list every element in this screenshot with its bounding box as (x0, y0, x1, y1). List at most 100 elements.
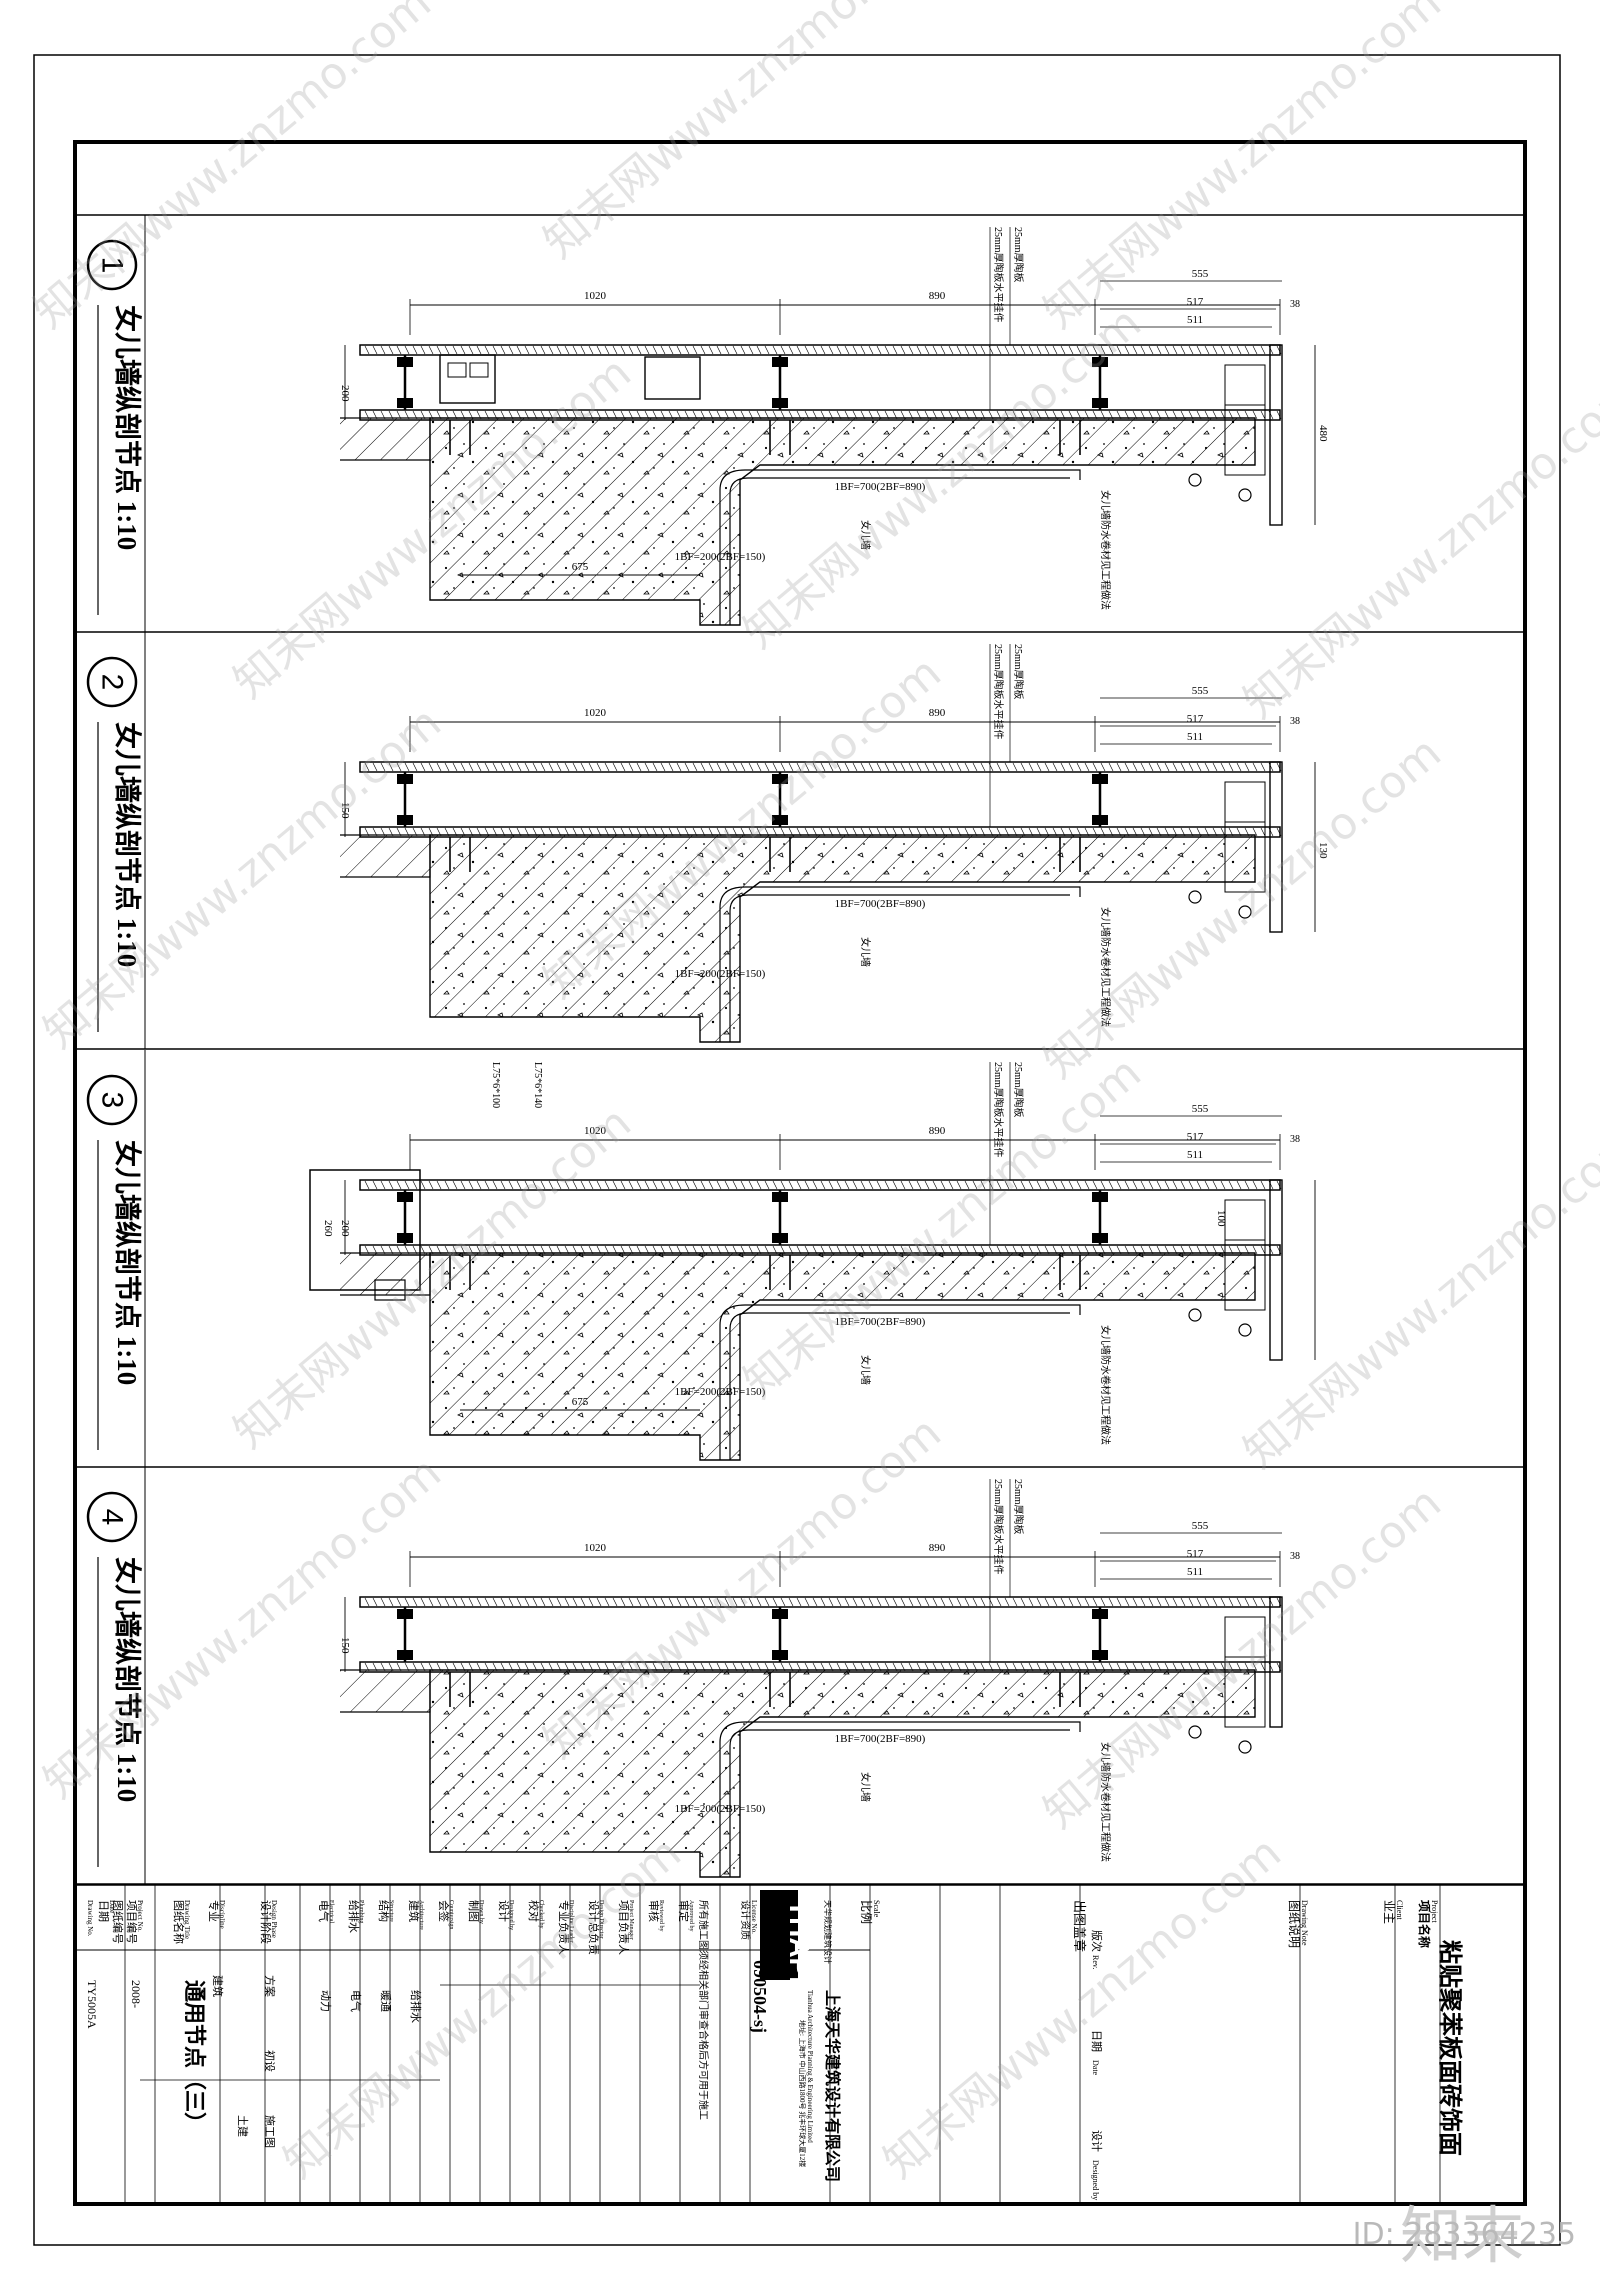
project-no-label: 项目编号 (125, 1900, 139, 1944)
design-label: 设计 (1090, 2130, 1103, 2152)
note-spacing-h: 1BF=700(2BF=890) (835, 1316, 926, 1328)
dim-890: 890 (929, 1542, 946, 1554)
license-label: 设计资质 (739, 1900, 752, 1940)
discipline-value: 建筑 (211, 1975, 225, 1997)
dim-side-left: 200 (339, 385, 351, 402)
watermark-text: 知末网www.znzmo.com (1034, 0, 1451, 338)
dim-side-left: 150 (339, 802, 351, 819)
note-tile: 25mm厚陶板 (1012, 644, 1025, 700)
sheet-no-label: 图纸编号 (111, 1900, 125, 1944)
dim-bottom: 675 (572, 561, 589, 573)
dim-555: 555 (1192, 685, 1209, 697)
watermark-logo: 知末 (1400, 2199, 1525, 2272)
drawing-desc-label: 图纸说明 (1287, 1900, 1302, 1948)
discipline-sign-en: Countersign (448, 1900, 454, 1929)
company-logo: THAPE (784, 1900, 815, 1995)
vertical-cladding (1269, 1179, 1283, 1361)
role-label: 校对 (527, 1900, 541, 1922)
watermark-text: 知末网www.znzmo.com (24, 0, 441, 338)
dim-side-right: 480 (1317, 425, 1329, 442)
scale-label: 比例 (859, 1900, 873, 1924)
note-tile: 25mm厚陶板 (1012, 1062, 1025, 1118)
note-waterproof: 女儿墙防水卷材见工程做法 (1099, 1742, 1112, 1862)
sheet-no-en: Drawing No. (86, 1900, 94, 1937)
sheet-no: TY5005A (85, 1980, 99, 2029)
company-motto: 天华规划建筑设计 (823, 1900, 833, 1964)
role-label: 设计总负责 (587, 1900, 601, 1955)
dim-1020: 1020 (584, 707, 607, 719)
insulation-layer (359, 1661, 1281, 1673)
top-cladding-panel (359, 761, 1281, 773)
top-cladding-panel (359, 1179, 1281, 1191)
section-title: 女儿墙纵剖节点 1:10 (112, 305, 143, 550)
note-tile-hanger: 25mm厚陶板水平挂件 (992, 644, 1005, 740)
dim-517: 517 (1187, 296, 1204, 308)
dim-side-right: 130 (1317, 842, 1329, 859)
dim-511: 511 (1187, 314, 1203, 326)
note-spacing-v: 1BF=200(2BF=150) (675, 1386, 766, 1398)
title-block: 项目名称 Project 粘贴聚苯板面砖饰面 业主 Client 图纸说明 Dr… (75, 1884, 1525, 2204)
stage-value-1: 方案 (263, 1975, 277, 1997)
date-label: 日期 (1090, 2030, 1103, 2052)
date-en-2: Date (108, 1900, 116, 1913)
discipline-sign-label: 建筑 (407, 1900, 421, 1922)
dim-555: 555 (1192, 268, 1209, 280)
design-en: Designed by (1091, 2160, 1100, 2200)
vertical-cladding (1269, 344, 1283, 526)
stage-label: 设计阶段 (259, 1900, 273, 1944)
dim-bottom: 675 (572, 1396, 589, 1408)
dim-38: 38 (1290, 1134, 1300, 1145)
section-number-circle (86, 1074, 138, 1126)
company-cn: 上海天华建筑设计有限公司 (823, 1990, 842, 2182)
construction-note: 所有施工图须经相关部门审查合格后方可用于施工 (697, 1900, 710, 2120)
note-waterproof: 女儿墙防水卷材见工程做法 (1099, 907, 1112, 1027)
dim-555: 555 (1192, 1103, 1209, 1115)
section-number-circle (86, 239, 138, 291)
section-number-circle (86, 656, 138, 708)
note-tile-hanger: 25mm厚陶板水平挂件 (992, 227, 1005, 323)
role-label-en: Project Manager (628, 1900, 634, 1940)
note-parapet: 女儿墙 (859, 520, 872, 550)
discipline-label: 专业 (207, 1900, 221, 1922)
watermark-text: 知末网www.znzmo.com (34, 1447, 451, 1808)
discipline-sign-en: Structure (388, 1900, 394, 1922)
dim-511: 511 (1187, 731, 1203, 743)
vertical-cladding (1269, 1596, 1283, 1728)
dim-517: 517 (1187, 713, 1204, 725)
role-label-en: Drawn by (478, 1900, 484, 1924)
stage-value-3: 施工图 (263, 2115, 276, 2148)
note-spacing-h: 1BF=700(2BF=890) (835, 1733, 926, 1745)
role-label-en: Reviewed by (658, 1900, 664, 1932)
dim-38: 38 (1290, 1551, 1300, 1562)
revision-label: 版次 (1090, 1930, 1104, 1952)
section-number-circle (86, 1491, 138, 1543)
note-angle-2: L75*6*140 (532, 1062, 543, 1108)
role-label-en: Designed by (508, 1900, 514, 1930)
stamp-label: 出图盖章 (1072, 1900, 1087, 1952)
scale-en: Scale (872, 1900, 881, 1918)
discipline-sign-value: 暖通 (379, 1990, 392, 2012)
role-label-en: Approved by (688, 1900, 694, 1932)
dim-1020: 1020 (584, 1125, 607, 1137)
section-number: 2 (96, 674, 129, 691)
company-en: Tianhua Architecture Planning & Engineer… (806, 1990, 814, 2143)
dim-511: 511 (1187, 1149, 1203, 1161)
note-spacing-h: 1BF=700(2BF=890) (835, 898, 926, 910)
discipline-sign-en: Architecture (418, 1900, 424, 1930)
note-parapet: 女儿墙 (859, 1772, 872, 1802)
section-number: 1 (96, 257, 129, 274)
stage-en: Design Phase (270, 1900, 278, 1938)
dim-38: 38 (1290, 716, 1300, 727)
project-no: 2008- (129, 1980, 143, 2008)
date-en: Date (1091, 2060, 1100, 2076)
dim-1020: 1020 (584, 1542, 607, 1554)
insulation-layer (359, 409, 1281, 421)
dim-890: 890 (929, 290, 946, 302)
note-spacing-h: 1BF=700(2BF=890) (835, 481, 926, 493)
date-label-2: 日期 (97, 1900, 110, 1922)
watermark-text: 知末网www.znzmo.com (1234, 367, 1600, 728)
